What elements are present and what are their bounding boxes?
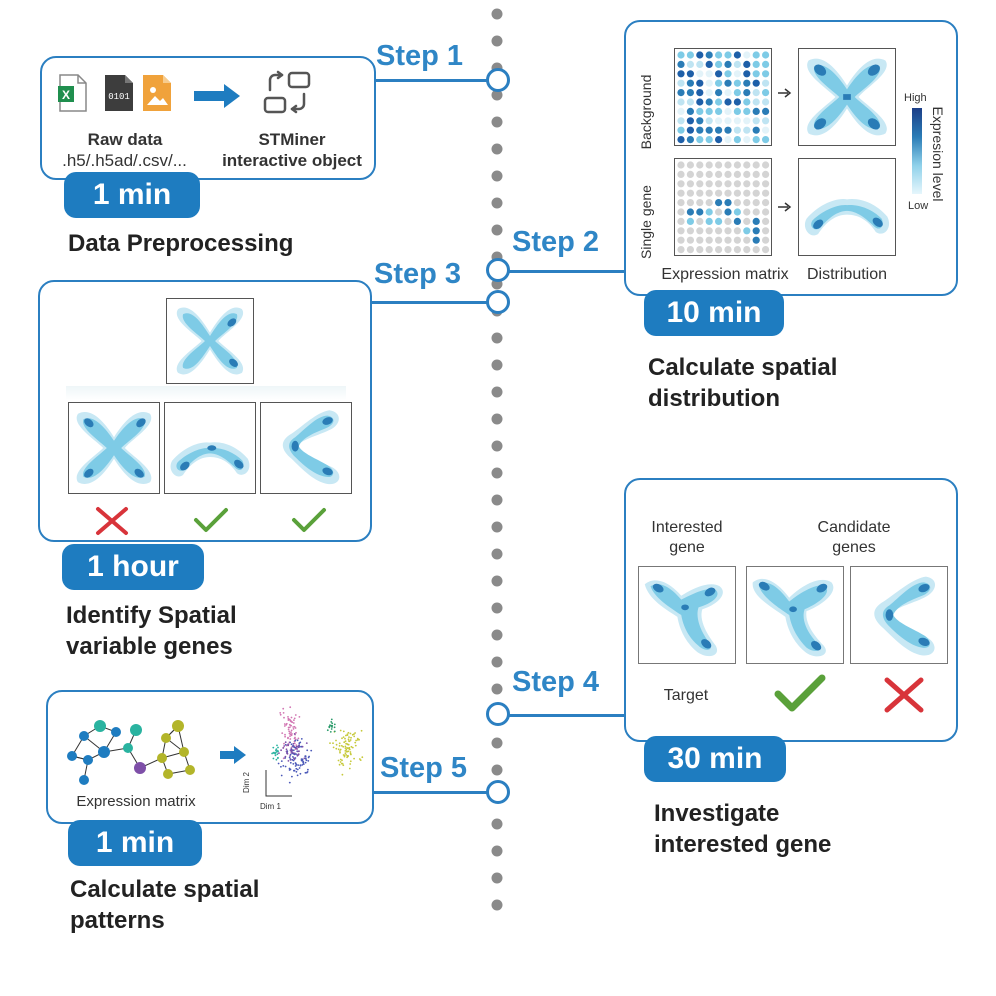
expression-matrix-label: Expression matrix [76,793,196,810]
step4-title: Investigate interested gene [654,800,832,858]
step3-label: Step 3 [374,258,462,290]
timeline-dotted-line [491,8,503,918]
single-gene-expression-matrix [674,158,772,256]
umap-dim2-label: Dim 2 [241,772,251,793]
interested-gene-label-line1: Interested [651,519,723,536]
step4-time-badge: 30 min [644,736,786,782]
expression-color-bar [912,108,922,194]
step5-node [486,780,510,804]
step2-panel: Background Single gene High [624,20,958,296]
step2-node [486,258,510,282]
step1-panel: X 0101 [40,56,376,180]
expression-matrix-caption: Expression matrix [661,266,789,283]
image-file-icon [142,74,172,112]
step4-panel: Interested gene Candidate genes [624,478,958,742]
step5-connector [374,791,488,794]
svg-text:X: X [62,88,70,102]
step5-panel: Dim 2 Dim 1 Expression matrix [46,690,374,824]
step5-title: Calculate spatial patterns [70,876,260,934]
step1-node [486,68,510,92]
fan-divider [66,386,346,400]
single-gene-row-label: Single gene [638,185,654,259]
binary-icon-text: 0101 [108,92,130,102]
stminer-label: STMiner [258,130,326,149]
target-label: Target [663,687,709,704]
candidate-plot-2 [164,402,256,494]
candidate-plot-3 [260,402,352,494]
step2-title: Calculate spatial distribution [648,354,838,412]
query-pattern-plot [166,298,254,384]
candidate-plot-1 [68,402,160,494]
step2-time-badge: 10 min [644,290,784,336]
step1-time-badge: 1 min [64,172,200,218]
step3-title: Identify Spatial variable genes [66,602,237,660]
distribution-caption: Distribution [806,266,888,283]
binary-file-icon: 0101 [104,74,134,112]
candidate-gene-plot-2 [850,566,948,664]
candidate-gene-plot-1 [746,566,844,664]
background-distribution-plot [798,48,896,146]
step2-label: Step 2 [512,226,600,258]
candidate-genes-label-line2: genes [832,539,876,556]
x-shape-density [807,58,887,136]
target-pattern-plot [638,566,736,664]
step2-connector [502,270,624,273]
raw-data-formats: .h5/.h5ad/.csv/... [62,151,187,170]
interactive-object-label: interactive object [222,151,362,170]
umap-dim1-label: Dim 1 [260,802,281,811]
umap-embedding-plot [262,702,372,802]
raw-data-title: Raw data [87,130,163,149]
step3-connector [372,301,488,304]
legend-low-label: Low [908,200,929,212]
step4-node [486,702,510,726]
step5-label: Step 5 [380,752,468,784]
step1-connector [376,79,488,82]
excel-file-icon: X [58,74,88,112]
legend-title: Expresion level [930,106,946,202]
background-row-label: Background [638,74,654,150]
step3-time-badge: 1 hour [62,544,204,590]
background-expression-matrix [674,48,772,146]
step4-connector [502,714,624,717]
legend-high-label: High [904,92,927,104]
step3-panel [38,280,372,542]
candidate-genes-label-line1: Candidate [817,519,891,536]
step5-time-badge: 1 min [68,820,202,866]
single-gene-distribution-plot [798,158,896,256]
step4-label: Step 4 [512,666,600,698]
interested-gene-label-line2: gene [669,539,705,556]
step3-node [486,290,510,314]
step1-label: Step 1 [376,40,464,72]
step1-title: Data Preprocessing [68,230,294,257]
